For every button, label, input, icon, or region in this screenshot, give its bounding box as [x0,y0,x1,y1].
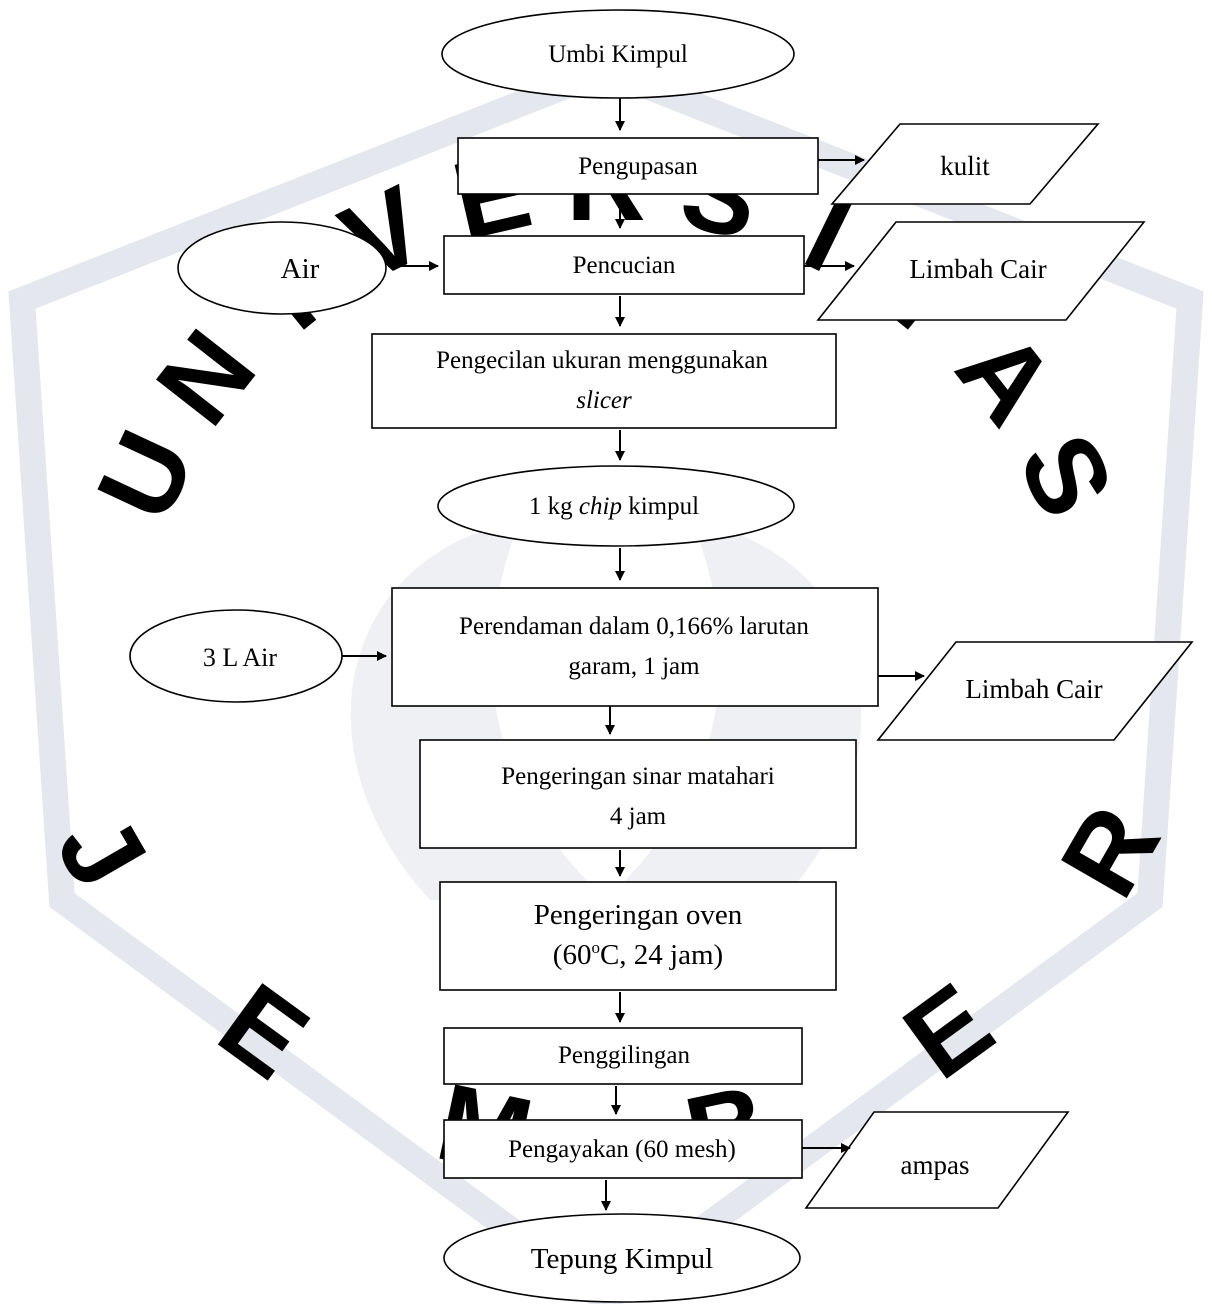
soaking-box [391,587,879,707]
slicing-label-line2: slicer [576,387,632,414]
peeling-label: Pengupasan [578,153,698,180]
flowchart-labels: Umbi Kimpul Pengupasan kulit Air Pencuci… [203,41,1103,1275]
wash-waste-label: Limbah Cair [909,254,1046,284]
flowchart-arrows [342,98,925,1211]
watermark-letter: U [73,414,218,538]
watermark-letter: S [995,416,1137,534]
peeling-box [457,137,819,195]
start-label: Umbi Kimpul [548,41,688,68]
chips-label-italic: chip [579,493,622,520]
oven-label-line1: Pengeringan oven [534,899,743,931]
milling-label: Penggilingan [558,1042,690,1069]
watermark-letter: A [933,308,1079,446]
soak-waste-parallelogram [876,641,1194,741]
water-ellipse [177,221,387,315]
flowchart-shapes [129,9,1194,1303]
wash-waste-parallelogram [816,221,1146,321]
sun-label-line1: Pengeringan sinar matahari [501,763,775,790]
oven-label-line2: (60oC, 24 jam) [553,938,723,971]
sun-label-line2: 4 jam [610,803,667,830]
sieving-label: Pengayakan (60 mesh) [508,1136,736,1163]
end-label: Tepung Kimpul [531,1243,713,1275]
washing-label: Pencucian [573,252,676,279]
sieve-waste-label: ampas [901,1150,970,1180]
slicing-label-line1: Pengecilan ukuran menggunakan [436,347,768,374]
sun-drying-box [419,739,857,849]
oven-label-pre: (60 [553,939,592,971]
peel-waste-parallelogram [830,123,1100,205]
soaking-label-line2: garam, 1 jam [568,653,700,680]
chips-ellipse [437,465,795,547]
peel-waste-label: kulit [940,151,990,181]
soak-water-label: 3 L Air [203,643,277,672]
start-ellipse [441,9,795,99]
watermark-letter: N [133,308,279,446]
oven-drying-box [439,881,837,991]
water-label: Air [281,253,320,285]
chips-label: 1 kg chip kimpul [529,493,699,520]
washing-box [443,235,805,295]
sieve-waste-parallelogram [804,1111,1070,1209]
oven-label-superscript: o [591,938,600,957]
slicing-box [371,333,837,429]
soaking-label-line1: Perendaman dalam 0,166% larutan [459,613,809,640]
milling-box [443,1027,803,1085]
chips-label-post: kimpul [622,493,699,520]
sieving-box [443,1119,803,1179]
soak-waste-label: Limbah Cair [965,674,1102,704]
oven-label-post: C, 24 jam) [600,939,723,971]
end-ellipse [443,1213,801,1303]
chips-label-pre: 1 kg [529,493,579,520]
